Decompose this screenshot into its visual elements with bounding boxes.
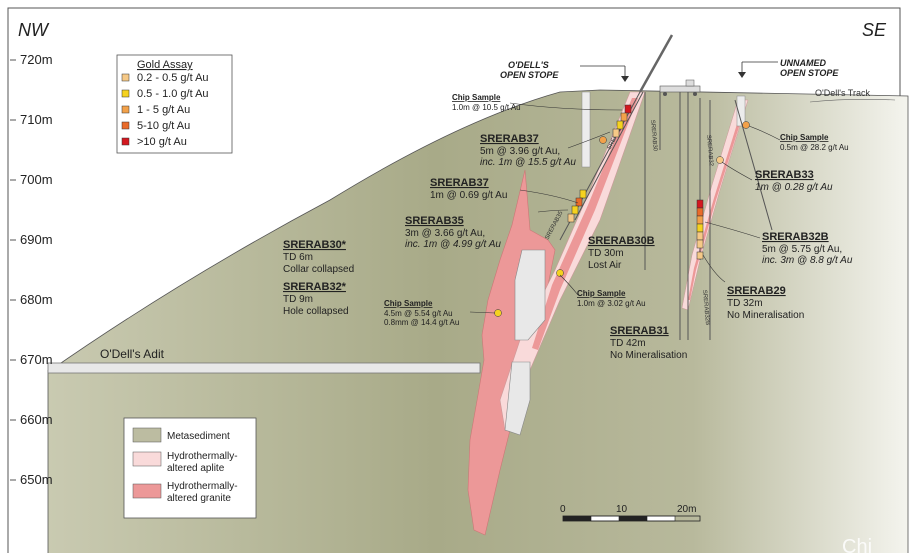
hole-label-srerab30: SRERAB30* [283, 239, 347, 251]
legend-swatch [132, 483, 162, 499]
hole-result: No Mineralisation [610, 350, 687, 361]
chip-sample-title: Chip Sample [577, 289, 626, 298]
elevation-label: 670m [20, 352, 53, 367]
elevation-label: 680m [20, 292, 53, 307]
legend-label: altered granite [167, 493, 231, 504]
legend-label: Metasediment [167, 431, 230, 442]
adit-label: O'Dell's Adit [100, 347, 165, 361]
chip-sample-title: Chip Sample [452, 93, 501, 102]
legend-label: 0.5 - 1.0 g/t Au [137, 88, 209, 100]
chip-sample-value: 4.5m @ 5.54 g/t Au [384, 309, 453, 318]
hole-trace-label: SRERAB30 [649, 120, 658, 152]
chip-sample-value: 1.0m @ 10.5 g/t Au [452, 103, 521, 112]
elevation-label: 720m [20, 52, 53, 67]
hole-trace-label: SRERAB32B [701, 290, 710, 326]
stope-shaft [736, 95, 746, 127]
hole-result: Collar collapsed [283, 264, 354, 275]
chip-sample-points [494, 121, 750, 317]
hole-label-srerab35: SRERAB35 [405, 215, 464, 227]
hole-label-srerab31: SRERAB31 [610, 325, 669, 337]
track-line [809, 99, 896, 103]
hole-result: 5m @ 3.96 g/t Au, [480, 146, 560, 157]
legend-swatch [121, 89, 130, 98]
se-direction-label: SE [862, 20, 887, 40]
hole-result: TD 6m [283, 252, 313, 263]
hole-result: inc. 1m @ 4.99 g/t Au [405, 239, 501, 250]
legend-swatch [121, 121, 130, 130]
granite-vein-right [688, 108, 745, 300]
elevation-label: 690m [20, 232, 53, 247]
legend-swatch [132, 427, 162, 443]
hole-result: Hole collapsed [283, 306, 349, 317]
nw-direction-label: NW [18, 20, 50, 40]
hole-result: Lost Air [588, 260, 622, 271]
elevation-scale: 720m 710m 700m 690m 680m 670m 660m 650m [10, 52, 53, 487]
hole-result: TD 30m [588, 248, 624, 259]
legend-swatch [121, 73, 130, 82]
legend-label: altered aplite [167, 463, 225, 474]
hole-label-srerab33: SRERAB33 [755, 169, 814, 181]
hole-label-srerab37: SRERAB37 [480, 133, 539, 145]
chip-sample-value: 0.5m @ 28.2 g/t Au [780, 143, 849, 152]
hole-label-srerab37: SRERAB37 [430, 177, 489, 189]
odells-adit [47, 362, 481, 374]
hole-result: TD 42m [610, 338, 646, 349]
legend-label: 1 - 5 g/t Au [137, 104, 190, 116]
metasediment-ground [47, 89, 909, 553]
hole-result: 1m @ 0.69 g/t Au [430, 190, 507, 201]
scale-bar: 0 10 20m [560, 504, 701, 522]
legend-swatch [132, 451, 162, 467]
stope-shaft [581, 91, 591, 168]
leader-lines [469, 102, 781, 314]
legend-label: Hydrothermally- [167, 451, 238, 462]
assay-intervals [567, 104, 704, 260]
odells-stope-label: OPEN STOPE [500, 70, 559, 80]
scale-label: 0 [560, 504, 566, 515]
hole-label-srerab32b: SRERAB32B [762, 231, 829, 243]
hole-result: No Mineralisation [727, 310, 804, 321]
stope-arrows [580, 61, 778, 82]
track-label: O'Dell's Track [815, 88, 870, 98]
drill-mast [638, 34, 674, 93]
legend-label: Hydrothermally- [167, 481, 238, 492]
legend-swatch [121, 137, 130, 146]
underground-void [514, 249, 546, 341]
hole-result: TD 32m [727, 298, 763, 309]
unnamed-stope-label: UNNAMED [780, 58, 826, 68]
hole-result: 5m @ 5.75 g/t Au, [762, 244, 842, 255]
elevation-label: 650m [20, 472, 53, 487]
elevation-label: 700m [20, 172, 53, 187]
granite-vein [532, 98, 638, 350]
chip-sample-value: 1.0m @ 3.02 g/t Au [577, 299, 646, 308]
legend-swatch [121, 105, 130, 114]
hole-result: TD 9m [283, 294, 313, 305]
watermark: Chi [842, 536, 872, 553]
hole-label-srerab30b: SRERAB30B [588, 235, 655, 247]
chip-sample-title: Chip Sample [384, 299, 433, 308]
odells-stope-label: O'DELL'S [508, 60, 549, 70]
unnamed-stope-label: OPEN STOPE [780, 68, 839, 78]
geology-legend: Metasediment Hydrothermally- altered apl… [123, 417, 257, 519]
hole-trace-label: SRERAB32 [705, 135, 714, 167]
hole-result: 1m @ 0.28 g/t Au [755, 182, 833, 193]
scale-label: 20m [677, 504, 696, 515]
underground-void [504, 361, 531, 436]
chip-sample-title: Chip Sample [780, 133, 829, 142]
hole-label-srerab29: SRERAB29 [727, 285, 786, 297]
chip-sample-value: 0.8mm @ 14.4 g/t Au [384, 318, 459, 327]
hole-result: inc. 1m @ 15.5 g/t Au [480, 157, 576, 168]
gold-assay-legend: Gold Assay 0.2 - 0.5 g/t Au 0.5 - 1.0 g/… [116, 54, 233, 154]
legend-label: 0.2 - 0.5 g/t Au [137, 72, 209, 84]
legend-title: Gold Assay [137, 59, 193, 71]
scale-label: 10 [616, 504, 628, 515]
hole-label-srerab32: SRERAB32* [283, 281, 347, 293]
elevation-label: 710m [20, 112, 53, 127]
hole-result: inc. 3m @ 8.8 g/t Au [762, 255, 853, 266]
legend-label: 5-10 g/t Au [137, 120, 190, 132]
hole-result: 3m @ 3.66 g/t Au, [405, 228, 485, 239]
elevation-label: 660m [20, 412, 53, 427]
legend-label: >10 g/t Au [137, 136, 187, 148]
